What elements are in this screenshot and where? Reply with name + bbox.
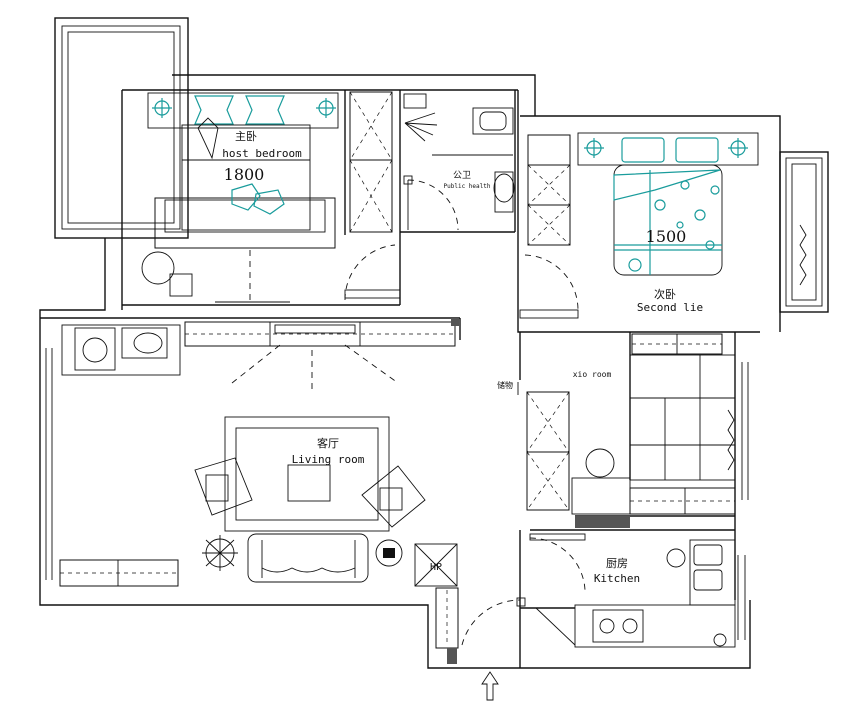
sink-icon (121, 327, 168, 359)
bathtub-icon (472, 107, 514, 135)
phone-icon (375, 539, 403, 567)
entry-tag: HP (430, 562, 442, 573)
nightstand-lamp-icon-2 (584, 138, 748, 158)
decor-pillows-icon (231, 183, 285, 215)
outer-walls (39, 74, 781, 669)
bed-pattern-icon (628, 180, 720, 272)
shower-icon (403, 93, 438, 142)
coffee-table (287, 464, 331, 502)
living-room-label-en: Living room (292, 453, 365, 466)
laundry-area (61, 324, 181, 376)
wardrobe-study (526, 391, 570, 511)
door-second[interactable] (519, 254, 579, 319)
wardrobe-second (527, 134, 571, 246)
entry-area: HP (414, 543, 526, 701)
pillow-icon-2 (621, 137, 719, 163)
wardrobe-master (349, 91, 393, 233)
cabinet-row-top (184, 318, 459, 347)
nightstand-lamp-icon (152, 98, 336, 118)
kitchen-label-en: Kitchen (594, 572, 640, 585)
shelving-unit (629, 354, 736, 481)
cabinet-top-study (631, 333, 723, 355)
toilet-icon (493, 171, 515, 213)
door-bath[interactable] (403, 175, 459, 231)
cabinet-row-bottom (59, 559, 179, 587)
pillow-icon (194, 95, 285, 125)
storage-label-cn: 储物 (497, 380, 513, 390)
armchair-right-icon (361, 465, 426, 528)
armchair-left-icon (194, 457, 253, 516)
door-kitchen[interactable] (529, 533, 586, 591)
living-window-left (45, 348, 53, 580)
washing-machine-icon (74, 327, 116, 371)
sofa-icon (247, 533, 369, 583)
kitchen-label-cn: 厨房 (606, 557, 628, 570)
window-right (737, 362, 749, 640)
living-room-label-cn: 客厅 (317, 436, 339, 450)
second-bedroom-label-cn: 次卧 (654, 287, 676, 301)
study-room: 储物 xio room (497, 333, 736, 528)
master-bedroom: 主卧 host bedroom 1800 (141, 91, 401, 303)
desk-chair (571, 448, 631, 515)
door-master[interactable] (344, 244, 401, 301)
master-bed-width: 1800 (224, 165, 265, 184)
stove-icon (592, 609, 644, 643)
plant-icon (202, 535, 238, 571)
armchair-small-icon (141, 251, 193, 297)
bath-label-cn: 公卫 (453, 170, 471, 181)
balcony-right (779, 151, 829, 313)
master-bedroom-label-cn: 主卧 (235, 130, 257, 143)
cabinet-bottom-study (629, 487, 736, 515)
kitchen-sink-icon (666, 544, 723, 591)
door-entrance[interactable] (461, 597, 526, 665)
bath-label-en: Public health (444, 183, 491, 190)
living-room: 客厅 Living room (59, 344, 426, 587)
second-bedroom: 1500 次卧 Second lie (519, 132, 759, 319)
public-bath: 公卫 Public health (403, 93, 515, 231)
second-bed-width: 1500 (646, 227, 687, 246)
kitchen: 厨房 Kitchen (529, 533, 736, 648)
study-label: xio room (573, 370, 612, 379)
second-bedroom-label-en: Second lie (637, 301, 703, 314)
entrance-arrow-icon (481, 671, 499, 701)
master-bedroom-label-en: host bedroom (222, 147, 302, 160)
